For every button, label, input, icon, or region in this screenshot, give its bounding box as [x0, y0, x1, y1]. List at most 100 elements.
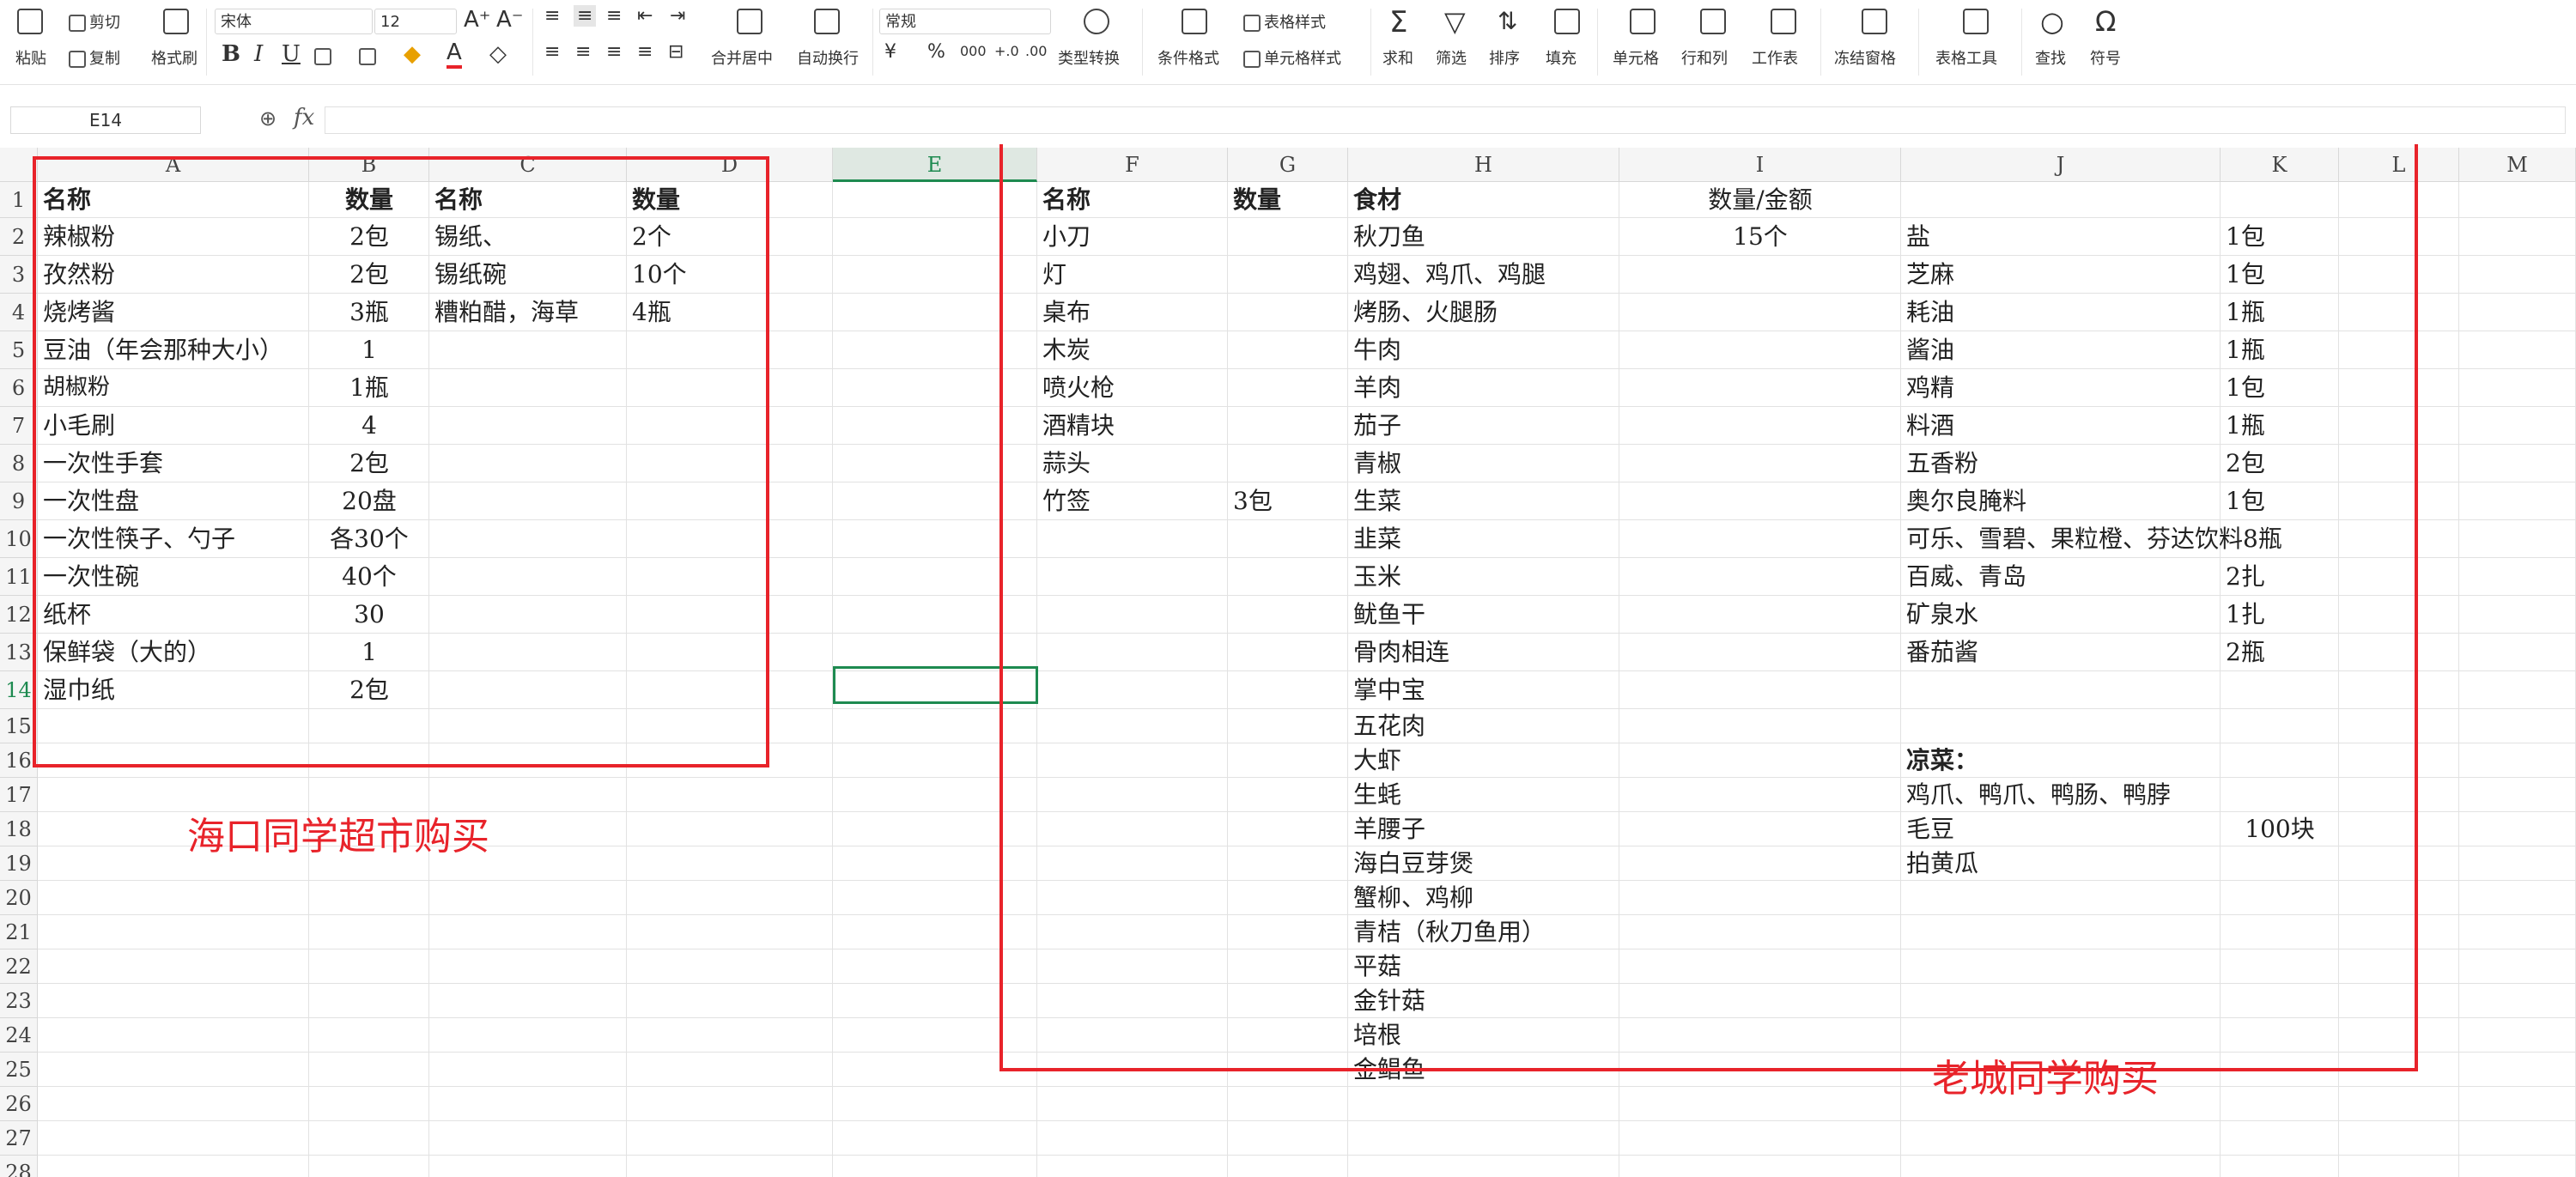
- cell-j4[interactable]: 耗油: [1906, 298, 1955, 326]
- align-bottom-icon[interactable]: ≡: [606, 5, 623, 27]
- cell-b9[interactable]: 20盘: [342, 487, 397, 515]
- cell-h19[interactable]: 海白豆芽煲: [1353, 849, 1474, 877]
- row-header-5[interactable]: 5: [0, 331, 38, 369]
- row-header-6[interactable]: 6: [0, 369, 38, 407]
- sort-button[interactable]: 排序: [1489, 50, 1520, 68]
- cell-f7[interactable]: 酒精块: [1042, 411, 1115, 440]
- wrap-text-button[interactable]: 自动换行: [797, 50, 859, 68]
- cell-k12[interactable]: 1扎: [2226, 600, 2265, 628]
- row-header-18[interactable]: 18: [0, 812, 38, 846]
- symbol-button[interactable]: 符号: [2090, 50, 2121, 68]
- fill-color-icon[interactable]: ◆: [404, 41, 421, 67]
- convert-icon[interactable]: [1084, 9, 1109, 39]
- cell-h7[interactable]: 茄子: [1353, 411, 1402, 440]
- cell-b6[interactable]: 1瓶: [349, 373, 389, 402]
- table-style-button[interactable]: 表格样式: [1243, 10, 1326, 33]
- increase-decimal-icon[interactable]: +.0: [994, 43, 1019, 59]
- copy-button[interactable]: 复制: [69, 46, 120, 69]
- row-header-26[interactable]: 26: [0, 1087, 38, 1121]
- column-header-i[interactable]: I: [1619, 148, 1901, 182]
- cell-c2[interactable]: 锡纸、: [434, 222, 507, 251]
- increase-font-icon[interactable]: A⁺: [464, 7, 491, 33]
- cell-h2[interactable]: 秋刀鱼: [1353, 222, 1426, 251]
- cell-b12[interactable]: 30: [354, 600, 385, 628]
- conditional-format-button[interactable]: 条件格式: [1157, 50, 1219, 68]
- cell-style-button[interactable]: 单元格样式: [1243, 46, 1341, 69]
- cell-b11[interactable]: 40个: [342, 562, 397, 591]
- cell-j12[interactable]: 矿泉水: [1906, 600, 1979, 628]
- row-header-10[interactable]: 10: [0, 520, 38, 558]
- cell-h4[interactable]: 烤肠、火腿肠: [1353, 298, 1498, 326]
- cell-h11[interactable]: 玉米: [1353, 562, 1402, 591]
- cell-c1[interactable]: 名称: [434, 185, 483, 214]
- cell-a10[interactable]: 一次性筷子、勺子: [43, 525, 236, 553]
- find-button[interactable]: 查找: [2035, 50, 2066, 68]
- cell-b10[interactable]: 各30个: [330, 525, 409, 553]
- cell-a7[interactable]: 小毛刷: [43, 411, 116, 440]
- select-all-corner[interactable]: [0, 148, 38, 182]
- cell-a2[interactable]: 辣椒粉: [43, 222, 116, 251]
- align-top-icon[interactable]: ≡: [544, 5, 561, 27]
- cell-b4[interactable]: 3瓶: [349, 298, 389, 326]
- cell-h21[interactable]: 青桔（秋刀鱼用）: [1353, 918, 1546, 946]
- row-header-21[interactable]: 21: [0, 915, 38, 949]
- decrease-font-icon[interactable]: A⁻: [496, 7, 524, 33]
- italic-icon[interactable]: I: [254, 41, 264, 67]
- cell-h16[interactable]: 大虾: [1353, 746, 1402, 774]
- table-tools-button[interactable]: 表格工具: [1935, 50, 1997, 68]
- name-box[interactable]: E14: [10, 106, 201, 134]
- cell-d3[interactable]: 10个: [632, 260, 687, 288]
- cell-h3[interactable]: 鸡翅、鸡爪、鸡腿: [1353, 260, 1546, 288]
- row-header-17[interactable]: 17: [0, 778, 38, 812]
- formula-input[interactable]: [325, 106, 2566, 134]
- cell-a4[interactable]: 烧烤酱: [43, 298, 116, 326]
- row-header-4[interactable]: 4: [0, 294, 38, 331]
- cell-h23[interactable]: 金针菇: [1353, 986, 1426, 1015]
- cell-j8[interactable]: 五香粉: [1906, 449, 1979, 477]
- cell-a12[interactable]: 纸杯: [43, 600, 92, 628]
- wrap-icon[interactable]: [814, 9, 840, 39]
- cell-j5[interactable]: 酱油: [1906, 336, 1955, 364]
- cell-c3[interactable]: 锡纸碗: [434, 260, 507, 288]
- cell-k13[interactable]: 2瓶: [2226, 638, 2265, 666]
- row-header-3[interactable]: 3: [0, 256, 38, 294]
- cell-j11[interactable]: 百威、青岛: [1906, 562, 2027, 591]
- cell-k9[interactable]: 1包: [2226, 487, 2265, 515]
- cell-h9[interactable]: 生菜: [1353, 487, 1402, 515]
- cell-j17[interactable]: 鸡爪、鸭爪、鸭肠、鸭脖: [1906, 780, 2172, 809]
- cell-j2[interactable]: 盐: [1906, 222, 1931, 251]
- row-header-15[interactable]: 15: [0, 709, 38, 743]
- cell-h8[interactable]: 青椒: [1353, 449, 1402, 477]
- fx-icon[interactable]: fx: [294, 105, 315, 130]
- row-header-13[interactable]: 13: [0, 634, 38, 671]
- cell-a13[interactable]: 保鲜袋（大的）: [43, 638, 212, 666]
- cell-f1[interactable]: 名称: [1042, 185, 1091, 214]
- cell-f4[interactable]: 桌布: [1042, 298, 1091, 326]
- distribute-icon[interactable]: ⊟: [668, 41, 684, 63]
- column-header-d[interactable]: D: [627, 148, 833, 182]
- search-icon[interactable]: ○: [2040, 5, 2064, 38]
- cell-b7[interactable]: 4: [361, 411, 377, 440]
- column-header-g[interactable]: G: [1228, 148, 1348, 182]
- row-col-button[interactable]: 行和列: [1681, 50, 1728, 68]
- cell-j3[interactable]: 芝麻: [1906, 260, 1955, 288]
- row-col-icon[interactable]: [1700, 9, 1726, 39]
- row-header-14[interactable]: 14: [0, 671, 38, 709]
- column-header-a[interactable]: A: [38, 148, 309, 182]
- cell-c4[interactable]: 糟粕醋，海草: [434, 298, 580, 326]
- font-name-dropdown[interactable]: 宋体: [215, 9, 373, 34]
- cell-h1[interactable]: 食材: [1353, 185, 1402, 214]
- cell-h17[interactable]: 生蚝: [1353, 780, 1402, 809]
- cell-a3[interactable]: 孜然粉: [43, 260, 116, 288]
- brush-icon[interactable]: [163, 9, 189, 39]
- row-header-24[interactable]: 24: [0, 1018, 38, 1053]
- row-header-25[interactable]: 25: [0, 1053, 38, 1087]
- freeze-panes-button[interactable]: 冻结窗格: [1834, 50, 1896, 68]
- decrease-decimal-icon[interactable]: .00: [1025, 43, 1048, 59]
- cell-h5[interactable]: 牛肉: [1353, 336, 1402, 364]
- cell-k8[interactable]: 2包: [2226, 449, 2265, 477]
- filter-icon[interactable]: ▽: [1444, 5, 1466, 38]
- zoom-icon[interactable]: ⊕: [259, 106, 277, 130]
- cell-j18[interactable]: 毛豆: [1906, 815, 1955, 843]
